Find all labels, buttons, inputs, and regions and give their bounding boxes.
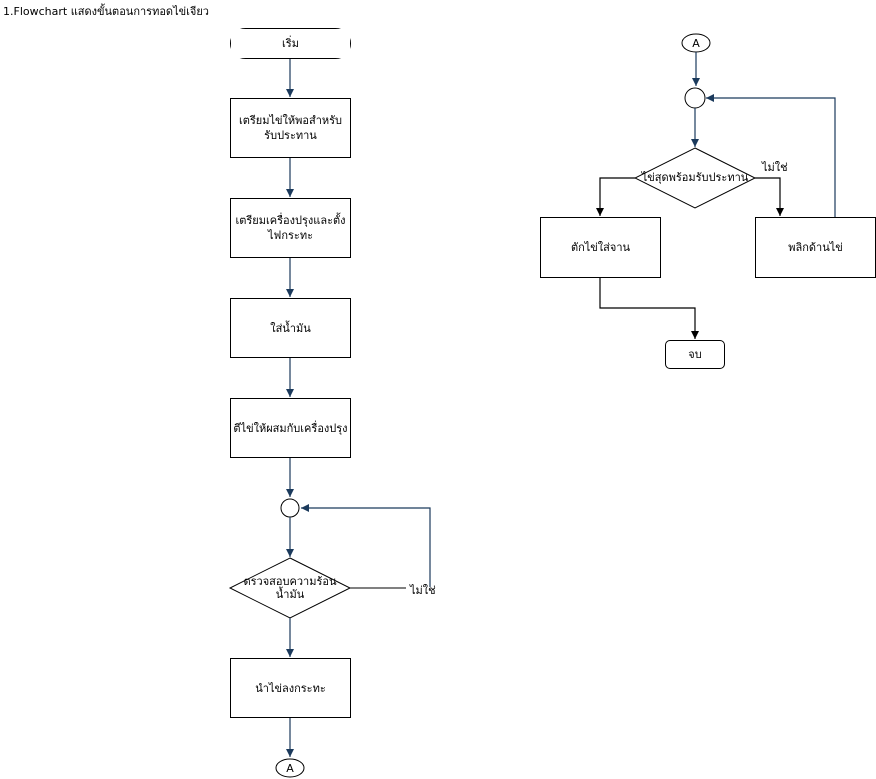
arrow-decision-no [755, 177, 784, 216]
no-label-right: ไม่ใช่ [762, 161, 788, 174]
arrow-decision-yes [596, 177, 635, 216]
decision-egg-done [633, 147, 757, 209]
page-title: 1.Flowchart แสดงขั้นตอนการทอดไข่เจียว [3, 5, 209, 18]
step-beat-eggs: ตีไข่ให้ผสมกับเครื่องปรุง [230, 398, 351, 458]
start-label: เริ่ม [231, 29, 350, 58]
decision-egg-done-label: ไข่สุดพร้อมรับประทาน [641, 171, 749, 184]
step-add-oil: ใส่น้ำมัน [230, 298, 351, 358]
step-put-egg-in-pan: นำไข่ลงกระทะ [230, 658, 351, 718]
step-serve-egg: ตักไข่ใส่จาน [540, 217, 661, 278]
merge-circle-left [280, 498, 300, 518]
connector-a-bottom-label: A [286, 761, 294, 775]
connector-a-bottom [275, 758, 305, 778]
step-flip-egg: พลิกด้านไข่ [755, 217, 876, 278]
connector-a-top-label: A [692, 36, 700, 50]
no-label-left: ไม่ใช่ [410, 584, 436, 597]
arrow-loop-back-right [706, 94, 836, 217]
end-terminal: จบ [665, 340, 725, 369]
merge-circle-right [684, 87, 706, 109]
step-prepare-seasoning: เตรียมเครื่องปรุงและตั้งไฟกระทะ [230, 198, 351, 258]
arrow-loop-back-left [301, 504, 431, 587]
step-prepare-eggs: เตรียมไข่ให้พอสำหรับรับประทาน [230, 98, 351, 158]
arrow-yes-step-end [599, 278, 699, 339]
decision-oil-heat-label: ตรวจสอบความร้อนน้ำมัน [243, 575, 337, 601]
